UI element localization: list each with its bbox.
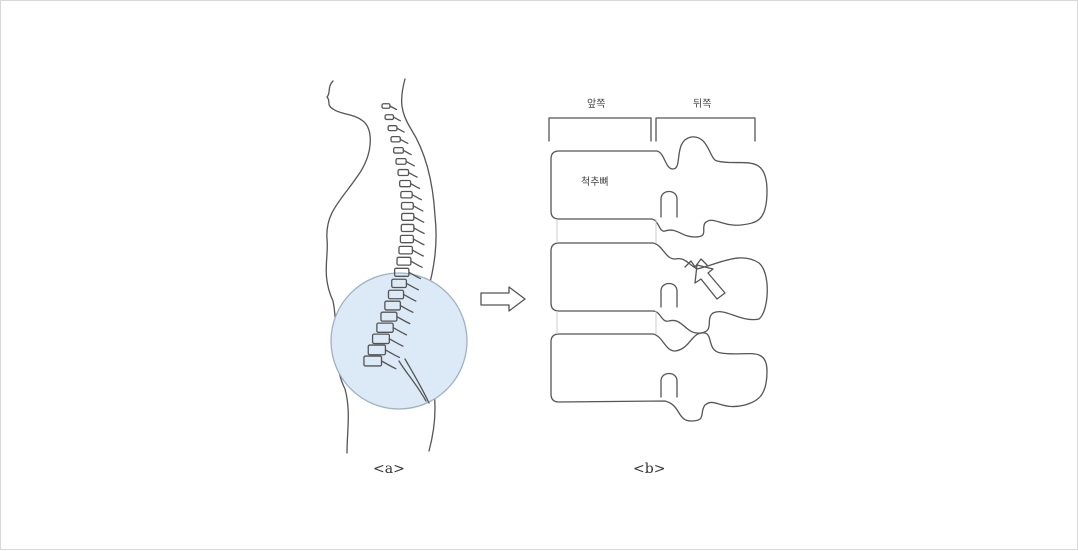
spinous-process bbox=[412, 238, 425, 246]
label-vertebra: 척추뼈 bbox=[581, 176, 609, 188]
spinous-process bbox=[409, 182, 421, 190]
spinous-process bbox=[411, 249, 424, 257]
spinous-process bbox=[413, 216, 425, 223]
vertebra bbox=[400, 190, 413, 199]
spinous-process bbox=[399, 138, 409, 144]
vertebra bbox=[397, 168, 410, 177]
caption-b: <b> bbox=[633, 461, 665, 477]
spinous-process bbox=[402, 293, 417, 302]
spinous-process bbox=[399, 304, 414, 314]
spinous-process bbox=[380, 360, 397, 370]
vertebra bbox=[387, 125, 398, 132]
right-arrow-icon bbox=[480, 286, 526, 312]
vertebra bbox=[395, 157, 407, 165]
spinous-process bbox=[413, 227, 425, 235]
vertebra bbox=[390, 136, 401, 143]
spinous-process bbox=[392, 327, 408, 336]
spinous-process bbox=[396, 316, 411, 325]
spinous-process bbox=[392, 116, 402, 122]
spinous-process bbox=[411, 194, 423, 201]
label-front: 앞쪽 bbox=[587, 98, 605, 110]
spinous-process bbox=[384, 349, 401, 359]
sacrum-lines bbox=[398, 358, 430, 404]
vertebra-1 bbox=[550, 136, 768, 238]
vertebra-3 bbox=[550, 332, 768, 422]
label-back: 뒤쪽 bbox=[693, 98, 711, 110]
spinous-process bbox=[412, 205, 424, 212]
spinous-process bbox=[405, 160, 415, 167]
spinous-process bbox=[388, 338, 404, 347]
spinous-process bbox=[389, 105, 398, 111]
spinous-process bbox=[396, 127, 405, 133]
disc-guides bbox=[556, 219, 657, 334]
vertebra bbox=[396, 256, 412, 266]
vertebra-2 bbox=[550, 242, 768, 334]
bracket-back bbox=[655, 117, 756, 142]
vertebra bbox=[384, 114, 395, 121]
vertebra bbox=[400, 223, 415, 233]
vertebra bbox=[399, 179, 412, 188]
spinous-process bbox=[402, 149, 412, 156]
lumbar-highlight-circle bbox=[330, 272, 468, 410]
spine-column bbox=[363, 103, 425, 370]
vertebra bbox=[399, 234, 415, 244]
spinous-process bbox=[408, 271, 422, 280]
herniation-arrow-icon bbox=[694, 264, 726, 300]
spinous-process bbox=[407, 171, 418, 178]
spinous-process bbox=[405, 282, 419, 291]
vertebra bbox=[381, 103, 391, 109]
spinous-process bbox=[410, 260, 423, 268]
vertebra bbox=[401, 212, 415, 221]
vertebra bbox=[398, 245, 414, 255]
vertebra bbox=[393, 146, 404, 154]
caption-a: <a> bbox=[373, 461, 405, 477]
bracket-front bbox=[548, 117, 652, 142]
vertebra bbox=[400, 201, 414, 210]
